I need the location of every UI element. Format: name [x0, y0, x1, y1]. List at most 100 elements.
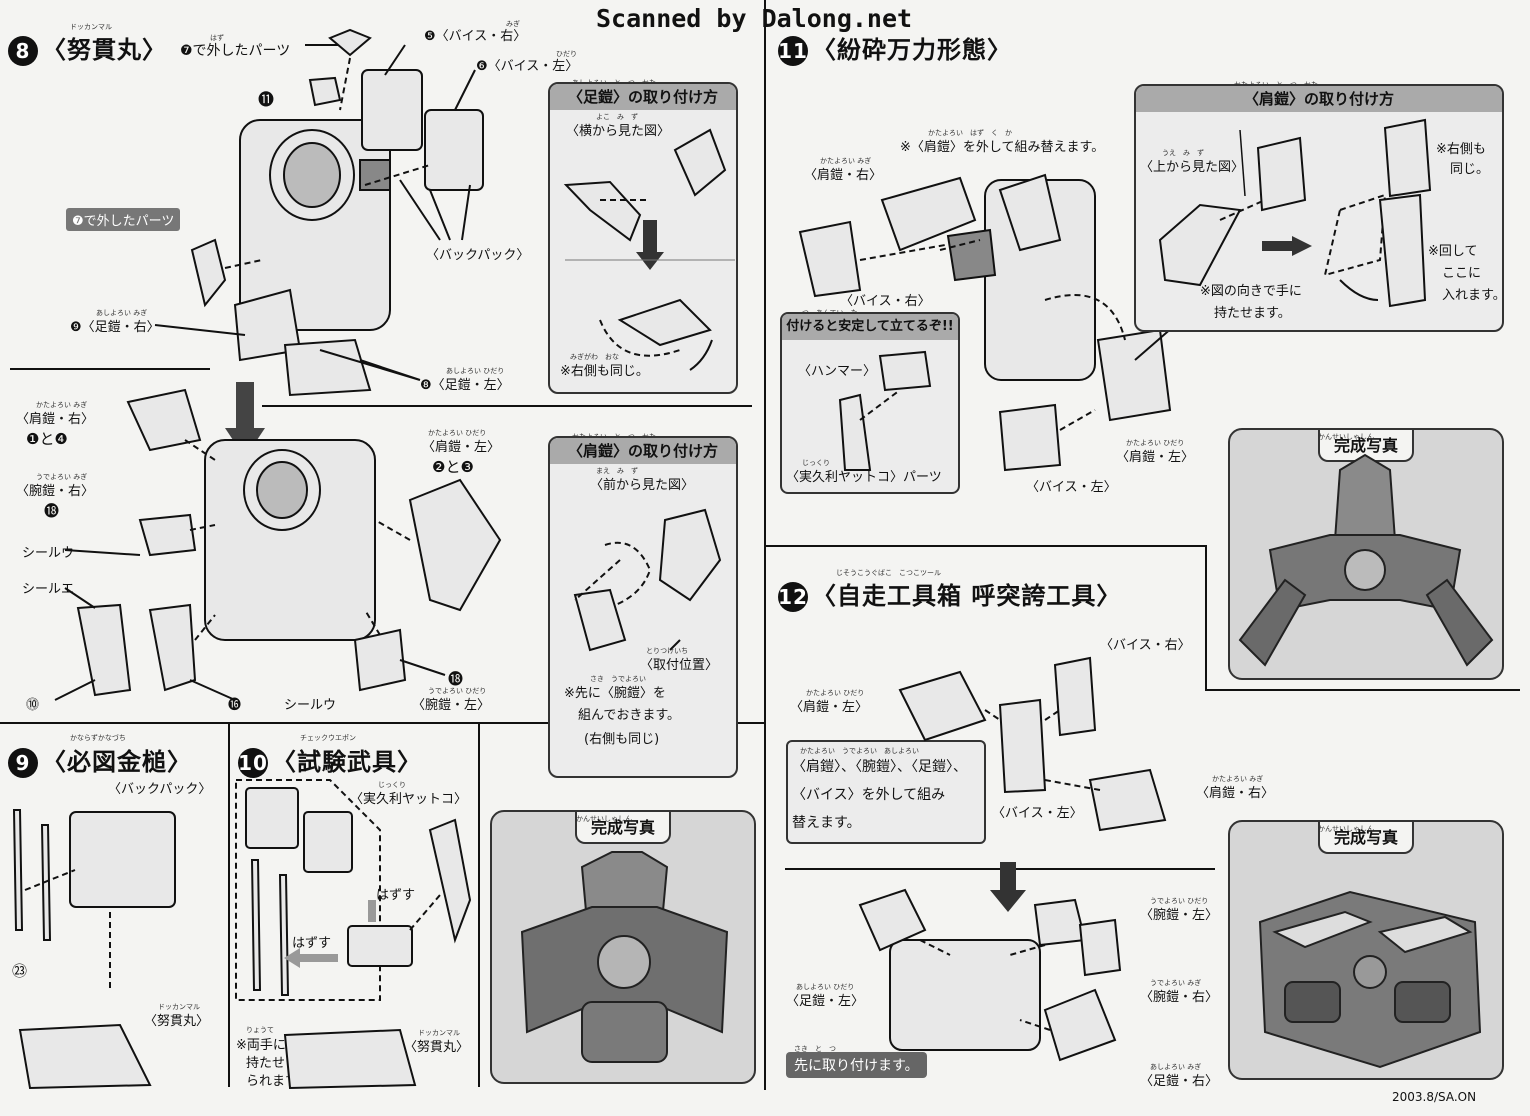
step8-part-18-b: ⓲: [448, 670, 464, 688]
box1-heading: 〈足鎧〉の取り付け方: [550, 84, 736, 110]
step8-hazu-ruby: はず: [210, 34, 224, 42]
box1-side-view: 〈横から見た図〉: [566, 124, 671, 139]
step8-robot-illustration: [154, 28, 484, 397]
box3-rotate-1: ※回して: [1428, 244, 1478, 259]
box2-note-3: (右側も同じ): [584, 732, 660, 747]
step11-vice-left: 〈バイス・左〉: [1026, 480, 1117, 495]
step8-seal-u-1: シールウ: [22, 546, 75, 561]
box3-heading: 〈肩鎧〉の取り付け方: [1136, 86, 1502, 112]
box2-illustration: [573, 508, 722, 652]
step10-note-1: ※両手に: [236, 1038, 286, 1053]
step8-seal-u-2: シールウ: [284, 698, 337, 713]
divider-step11-bottom-v: [1205, 545, 1207, 690]
step11-title: 11〈紛砕万力形態〉: [778, 30, 1012, 66]
step9-title: 9〈必図金槌〉: [8, 742, 192, 778]
box3-illustration: [1158, 118, 1432, 308]
step12-shoulder-left: 〈肩鎧・左〉: [790, 700, 869, 715]
step9-part-23: ㉓: [12, 962, 28, 980]
step12-shoulder-right-ruby: かたよろい みぎ: [1212, 775, 1264, 783]
step10-note-ruby: りょうて: [246, 1026, 274, 1034]
step12-title-ruby: じそうこうぐばこ こつこツール: [836, 569, 941, 577]
step11-title-text: 〈紛砕万力形態〉: [812, 36, 1012, 64]
box3-hold-1: ※図の向きで手に: [1200, 284, 1302, 299]
box2-heading: 〈肩鎧〉の取り付け方: [550, 438, 736, 464]
box1-side-ruby: よこ み ず: [596, 113, 638, 121]
box1-head-ruby: あしよろい と つ かた: [572, 79, 656, 87]
step8-part-18-a: ⓲: [44, 502, 60, 520]
step11-note: ※〈肩鎧〉を外して組み替えます。: [900, 140, 1105, 155]
step12-leg-right: 〈足鎧・右〉: [1140, 1074, 1219, 1089]
step10-jikkuri-ruby: じっくり: [378, 781, 406, 789]
photo-right1-ruby: かんせいしゃしん: [1318, 433, 1374, 441]
step12-vice-right: 〈バイス・右〉: [1100, 638, 1191, 653]
step8-lower-illustration: [54, 382, 502, 701]
step8-vice-right: ❺〈バイス・右〉: [424, 29, 527, 44]
step12-note-box: かたよろい うでよろい あしよろい 〈肩鎧〉、〈腕鎧〉、〈足鎧〉、 〈バイス〉を…: [786, 740, 986, 844]
step8-part-11: ⓫: [258, 90, 275, 109]
step12-note-3: 替えます。: [792, 815, 861, 831]
divider-step8-mid: [10, 368, 210, 370]
stable-heading: 付けると安定して立てるぞ!!: [782, 314, 958, 340]
step8-leg-right: ❾〈足鎧・右〉: [70, 320, 160, 335]
completed-photo-right-1: かんせいしゃしん 完成写真: [1228, 428, 1504, 680]
step8-shoulder-left: 〈肩鎧・左〉: [422, 440, 501, 455]
box3-head-ruby: かたよろい と つ かた: [1234, 81, 1318, 89]
photo-left-label: 完成写真: [574, 812, 672, 844]
divider-step9-10: [228, 722, 230, 1087]
stable-jikkuri-ruby: じっくり: [802, 459, 830, 467]
step8-shoulder-armor-box: かたよろい と つ かた 〈肩鎧〉の取り付け方 まえ み ず 〈前から見た図〉 …: [548, 433, 738, 778]
photo-left-robot: [520, 851, 729, 1063]
step8-parts-2-and-3: ❷と❸: [432, 458, 474, 476]
step8-part-10: ⓾: [26, 698, 40, 713]
step8-shoulder-right: 〈肩鎧・右〉: [16, 412, 95, 427]
step10-dokkan: 〈努貫丸〉: [404, 1040, 470, 1055]
step9-dokkan-ruby: ドッカンマル: [158, 1003, 200, 1011]
photo-right2-ruby: かんせいしゃしん: [1318, 825, 1374, 833]
divider-step12-right: [1205, 689, 1520, 691]
step11-shoulder-armor-box: かたよろい と つ かた 〈肩鎧〉の取り付け方 うえ み ず 〈上から見た図〉 …: [1134, 81, 1506, 332]
step8-parts-1-and-4: ❶と❹: [26, 430, 68, 448]
step10-remove-1: はずす: [376, 888, 416, 903]
step12-note-1: 〈肩鎧〉、〈腕鎧〉、〈足鎧〉、: [792, 759, 967, 775]
completed-photo-left: かんせいしゃしん 完成写真: [490, 810, 756, 1084]
step8-shoulder-left-ruby: かたよろい ひだり: [428, 429, 487, 437]
step8-title-ruby: ドッカンマル: [70, 23, 112, 31]
step10-title-text: 〈試験武具〉: [272, 748, 422, 776]
step12-arm-right: 〈腕鎧・右〉: [1140, 990, 1219, 1005]
box3-rotate-3: 入れます。: [1442, 288, 1506, 303]
stable-jikkuri: 〈実久利ヤットコ〉パーツ: [786, 470, 942, 485]
step9-number: 9: [8, 748, 38, 778]
step10-illustration: [235, 779, 472, 1090]
step11-number: 11: [778, 36, 808, 66]
step9-backpack: 〈バックパック〉: [108, 782, 212, 797]
step10-number: 10: [238, 748, 268, 778]
step9-illustration: [12, 809, 176, 1090]
step9-title-ruby: かならずかなづち: [70, 734, 126, 742]
step8-backpack: 〈バックパック〉: [426, 248, 530, 263]
step11-stable-box: つ あんてい た 付けると安定して立てるぞ!! 〈ハンマー〉 じっくり 〈実久利…: [780, 309, 960, 494]
step10-dokkan-ruby: ドッカンマル: [418, 1029, 460, 1037]
step12-arm-left-ruby: うでよろい ひだり: [1150, 897, 1209, 905]
step8-arm-right: 〈腕鎧・右〉: [16, 484, 95, 499]
step11-shoulder-right: 〈肩鎧・右〉: [804, 168, 883, 183]
photo-right1-robot: [1238, 453, 1494, 667]
step9-dokkan: 〈努貫丸〉: [144, 1014, 210, 1029]
step12-attach-label: 先に取り付けます。: [786, 1052, 927, 1078]
step8-arm-left-ruby: うでよろい ひだり: [428, 687, 487, 695]
step12-arm-right-ruby: うでよろい みぎ: [1150, 979, 1202, 987]
step8-vice-left: ❻〈バイス・左〉: [476, 59, 579, 74]
step12-illustration: [858, 656, 1167, 1062]
box1-note-ruby: みぎがわ おな: [570, 353, 619, 361]
step8-leg-left-ruby: あしよろい ひだり: [446, 367, 505, 375]
step8-arm-left: 〈腕鎧・左〉: [412, 698, 491, 713]
step10-note-2: 持たせ: [246, 1056, 286, 1071]
step9-title-text: 〈必図金槌〉: [42, 748, 192, 776]
box2-note-1: ※先に〈腕鎧〉を: [564, 686, 666, 701]
step12-title: 12〈自走工具箱 呼突誇工具〉: [778, 576, 1121, 612]
stable-hammer: 〈ハンマー〉: [798, 364, 877, 379]
stable-ruby: つ あんてい た: [802, 309, 858, 317]
box2-front-view: 〈前から見た図〉: [590, 478, 695, 493]
step10-title-ruby: チェックウエポン: [300, 734, 356, 742]
step8-part-16: ⓰: [228, 698, 242, 713]
box2-head-ruby: かたよろい と つ かた: [572, 433, 656, 441]
